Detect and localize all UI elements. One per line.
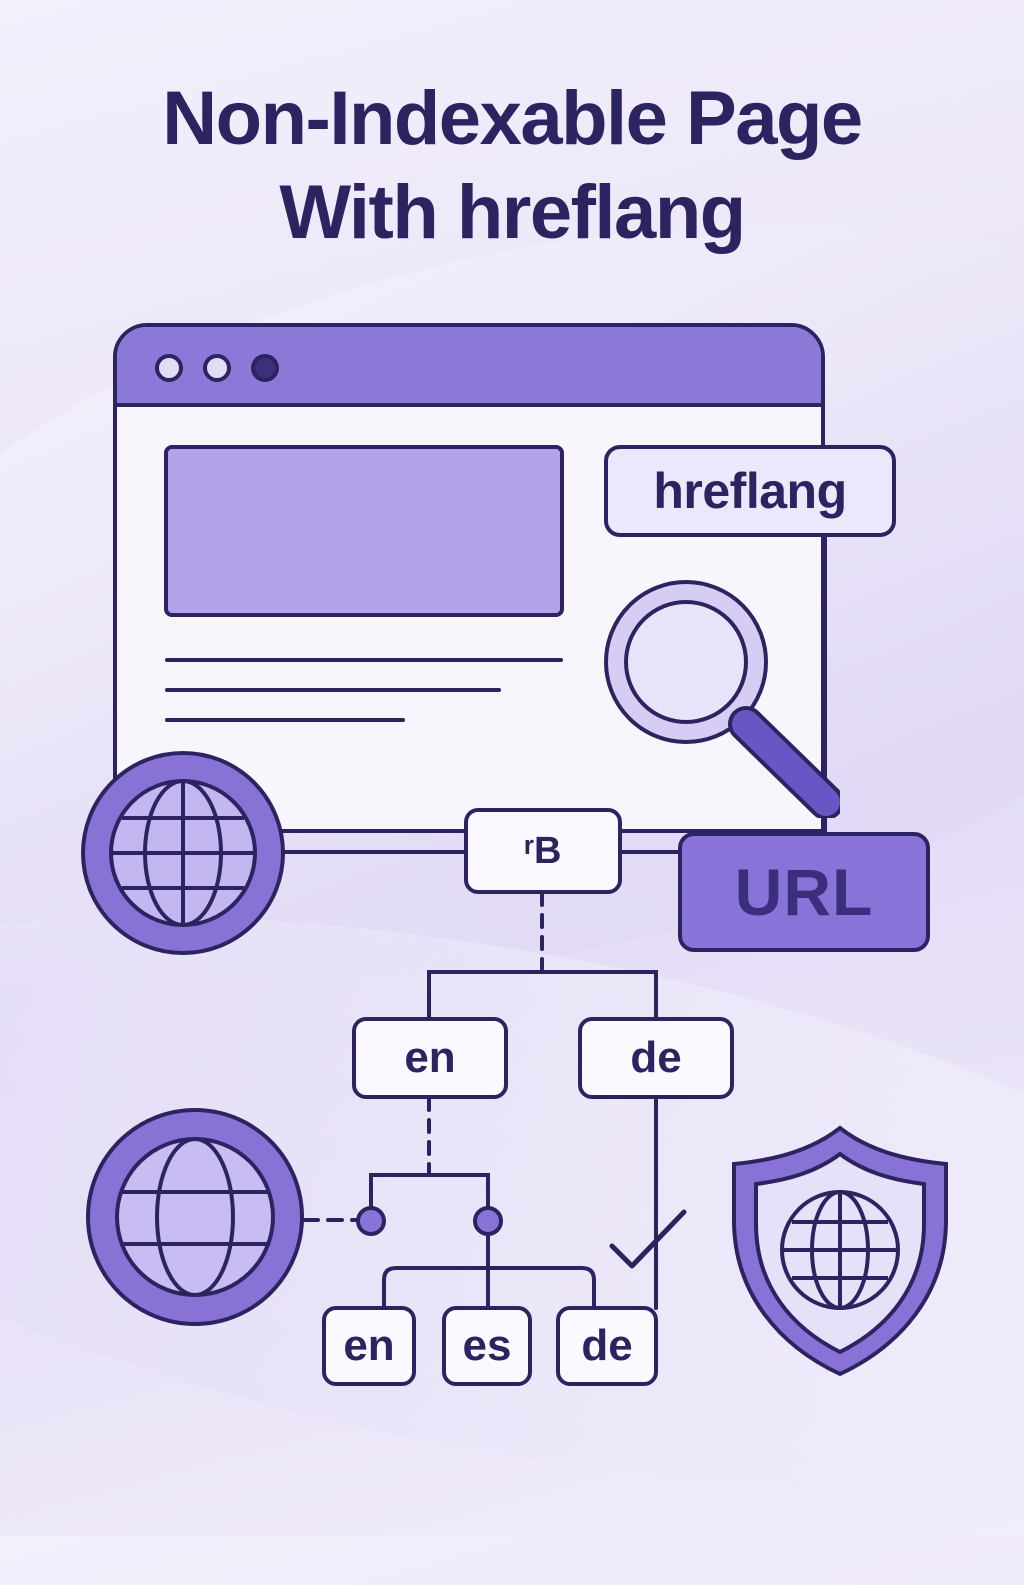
magnifying-glass-icon — [600, 578, 844, 823]
window-control-dot — [155, 354, 183, 382]
lang-node-de: de — [578, 1017, 734, 1099]
globe-icon — [84, 1106, 306, 1333]
root-node-label: ʳB — [524, 829, 562, 872]
globe-icon — [80, 750, 286, 961]
root-language-node: ʳB — [464, 808, 622, 894]
text-line — [165, 688, 501, 692]
lang-node-es: es — [442, 1306, 532, 1386]
content-image-placeholder — [164, 445, 564, 617]
lang-node-en: en — [322, 1306, 416, 1386]
browser-window — [113, 323, 825, 833]
shield-globe-icon — [728, 1124, 952, 1383]
browser-title-bar — [117, 327, 821, 407]
lang-label: es — [462, 1321, 512, 1370]
checkmark-icon — [606, 1204, 690, 1279]
hreflang-label: hreflang — [653, 463, 847, 519]
text-line — [165, 658, 563, 662]
url-box: URL — [678, 832, 930, 952]
text-line — [165, 718, 405, 722]
lang-node-en: en — [352, 1017, 508, 1099]
title-line-1: Non-Indexable Page — [162, 76, 863, 161]
page-title: Non-Indexable Page With hreflang — [0, 72, 1024, 260]
url-label: URL — [734, 855, 874, 929]
lang-node-de: de — [556, 1306, 658, 1386]
lang-label: de — [630, 1033, 682, 1082]
title-line-2: With hreflang — [279, 170, 746, 255]
hreflang-badge: hreflang — [604, 445, 896, 537]
lang-label: de — [581, 1321, 633, 1370]
window-control-dot — [203, 354, 231, 382]
lang-label: en — [404, 1033, 456, 1082]
lang-label: en — [343, 1321, 395, 1370]
window-control-dot — [251, 354, 279, 382]
